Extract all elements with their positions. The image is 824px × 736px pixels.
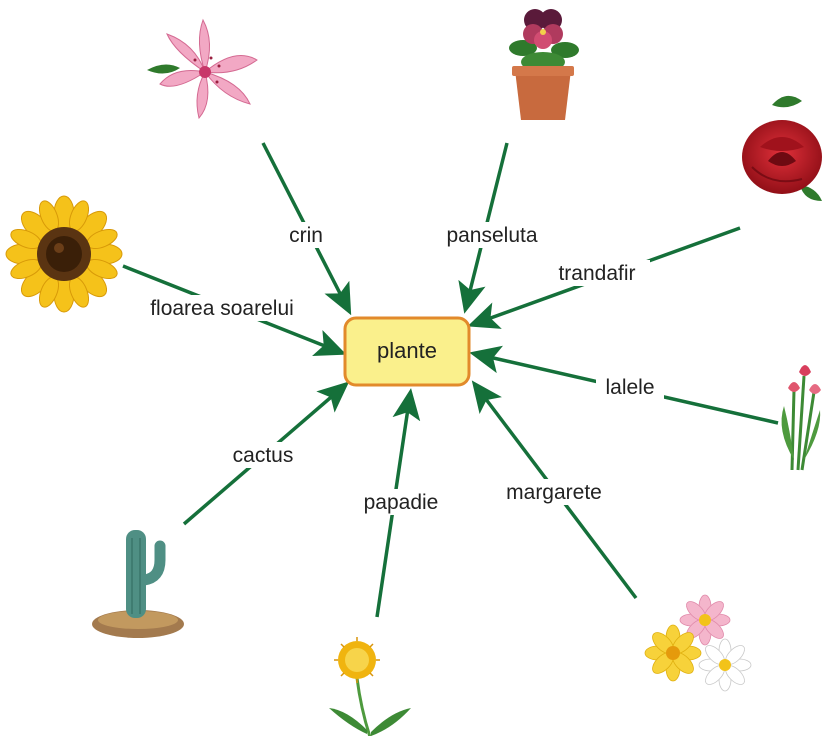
- label-lalele-text: lalele: [605, 376, 654, 399]
- lily-icon: [147, 20, 257, 118]
- label-cactus: cactus: [222, 442, 304, 468]
- label-floarea-soarelui: floarea soarelui: [127, 295, 317, 321]
- dandelion-icon: [329, 637, 411, 736]
- label-trandafir: trandafir: [544, 260, 650, 286]
- label-papadie: papadie: [351, 489, 451, 515]
- label-cactus-text: cactus: [233, 444, 294, 467]
- label-crin: crin: [280, 222, 332, 248]
- daisies-icon: [645, 595, 751, 691]
- label-panseluta-text: panseluta: [446, 224, 537, 247]
- label-trandafir-text: trandafir: [558, 262, 635, 285]
- sunflower-icon: [6, 196, 122, 312]
- label-papadie-text: papadie: [364, 491, 439, 514]
- label-lalele: lalele: [596, 374, 664, 400]
- center-node-label: plante: [377, 338, 437, 363]
- pansy-pot-icon: [509, 9, 579, 120]
- center-node-plante: plante: [345, 318, 469, 385]
- tulips-icon: [782, 365, 821, 470]
- label-crin-text: crin: [289, 224, 323, 247]
- label-panseluta: panseluta: [430, 222, 556, 248]
- label-floarea-soarelui-text: floarea soarelui: [150, 297, 294, 320]
- rose-icon: [742, 96, 822, 201]
- cactus-icon: [92, 530, 184, 638]
- label-margarete: margarete: [491, 479, 617, 505]
- label-margarete-text: margarete: [506, 481, 602, 504]
